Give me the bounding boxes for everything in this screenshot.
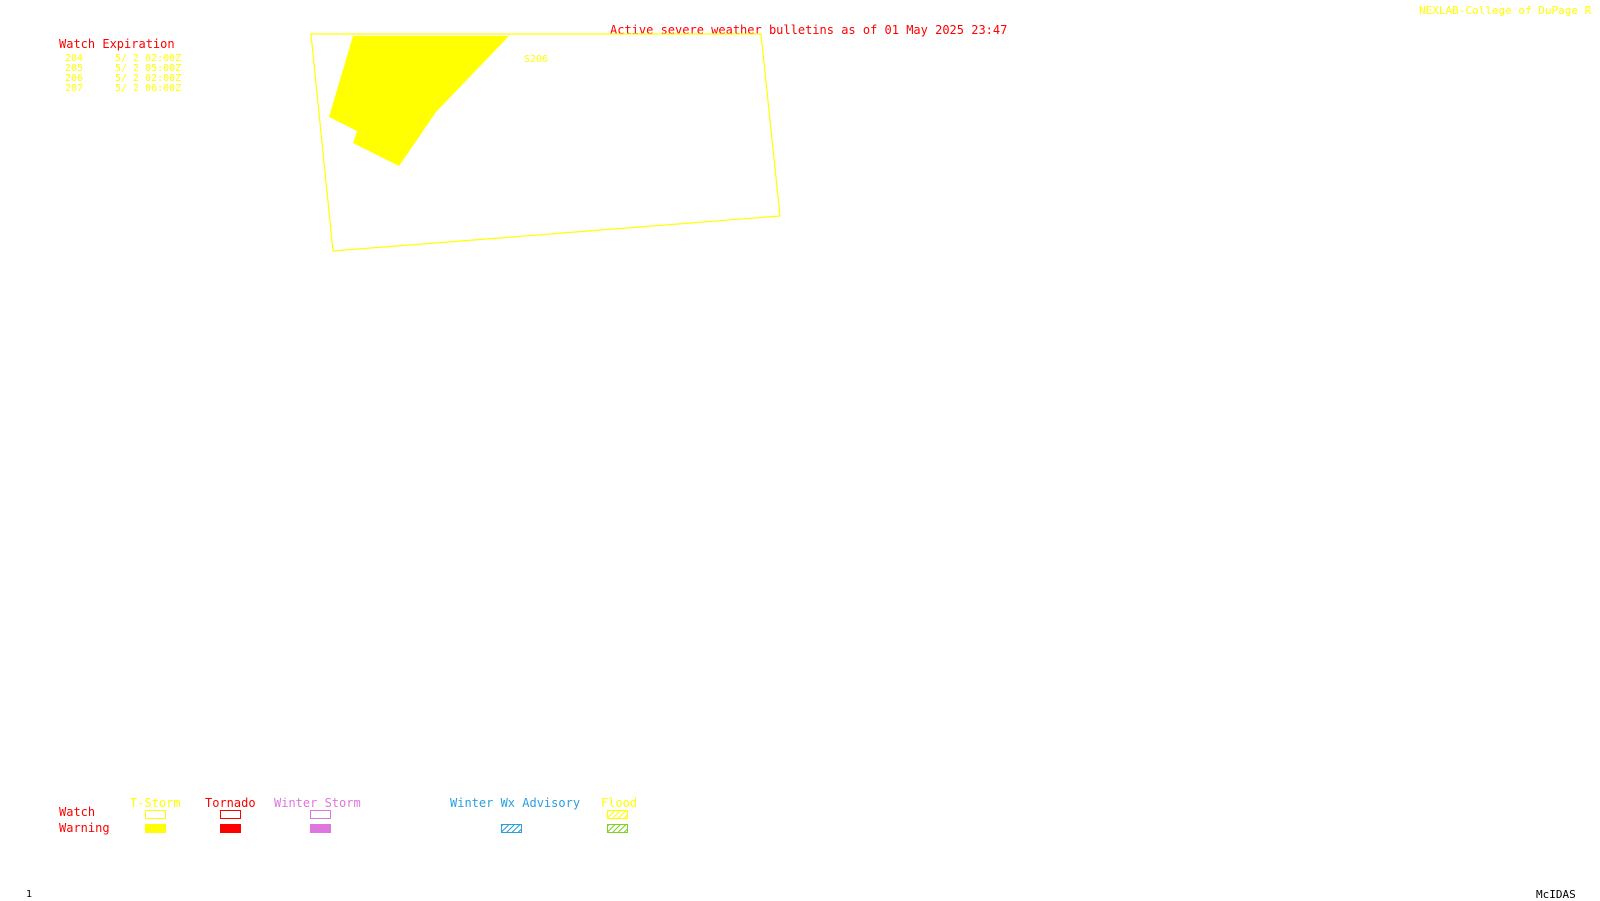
watch-area-outline — [310, 33, 781, 252]
watch-row: 205 5/ 2 05:00Z — [65, 64, 181, 74]
legend-tornado-warning-swatch — [220, 824, 241, 833]
bulletin-title: Active severe weather bulletins as of 01… — [610, 23, 1008, 37]
legend-tstorm-label: T-Storm — [130, 796, 181, 810]
legend-warning-label: Warning — [59, 821, 110, 835]
software-label: McIDAS — [1536, 888, 1576, 901]
legend-flood-watch-swatch — [607, 810, 628, 819]
legend-watch-label: Watch — [59, 805, 96, 819]
credit-text: NEXLAB-College of DuPage R — [1419, 4, 1592, 17]
legend-winter-storm-watch-swatch — [310, 810, 331, 819]
watch-time: 5/ 2 02:00Z — [115, 53, 182, 64]
tstorm-warning-area — [329, 36, 509, 166]
legend-winter-storm-label: Winter Storm — [274, 796, 361, 810]
legend-winter-storm-warning-swatch — [310, 824, 331, 833]
watch-time: 5/ 2 06:00Z — [115, 83, 182, 94]
watch-id: 206 — [65, 73, 84, 84]
watch-id: 204 — [65, 53, 84, 64]
watch-time: 5/ 2 02:00Z — [115, 73, 182, 84]
legend-flood-label: Flood — [601, 796, 638, 810]
watch-row: 206 5/ 2 02:00Z — [65, 74, 181, 84]
legend-flood-warning-swatch — [607, 824, 628, 833]
watch-expiration-heading: Watch Expiration — [59, 37, 175, 51]
watch-id: 207 — [65, 83, 84, 94]
watch-area-label: S206 — [524, 54, 549, 65]
watch-row: 207 5/ 2 06:00Z — [65, 84, 181, 94]
watch-row: 204 5/ 2 02:00Z — [65, 54, 181, 64]
watch-time: 5/ 2 05:00Z — [115, 63, 182, 74]
watch-expiration-list: 204 5/ 2 02:00Z 205 5/ 2 05:00Z 206 5/ 2 02… — [65, 54, 181, 94]
watch-id: 205 — [65, 63, 84, 74]
legend-tstorm-watch-swatch — [145, 810, 166, 819]
frame-number: 1 — [26, 889, 33, 900]
legend-winter-advisory-swatch — [501, 824, 522, 833]
legend-winter-advisory-label: Winter Wx Advisory — [450, 796, 581, 810]
legend-tornado-label: Tornado — [205, 796, 256, 810]
legend-tstorm-warning-swatch — [145, 824, 166, 833]
legend-tornado-watch-swatch — [220, 810, 241, 819]
